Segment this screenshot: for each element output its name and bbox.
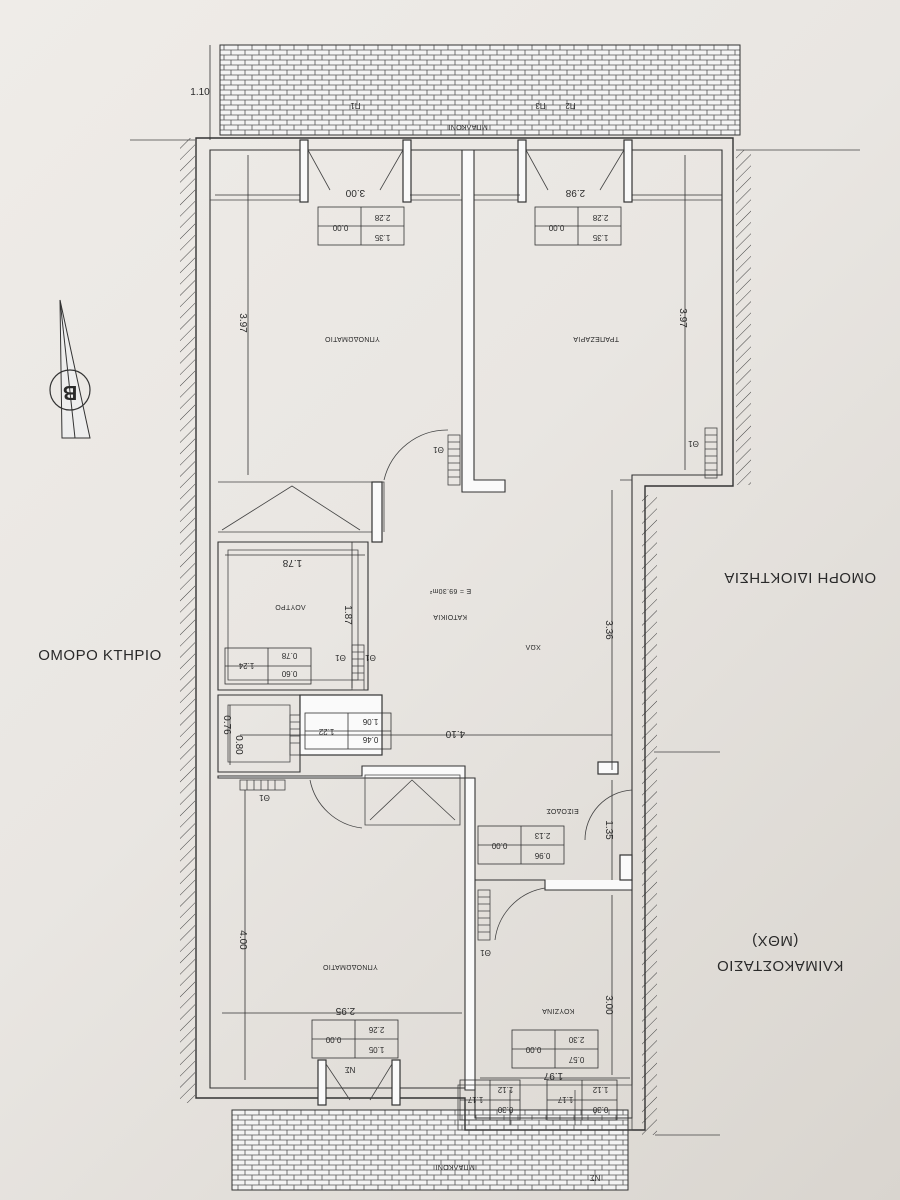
svg-text:0.00: 0.00 — [325, 1035, 341, 1044]
svg-text:2.28: 2.28 — [592, 213, 608, 222]
dim-bath-width: 1.78 — [282, 557, 302, 568]
svg-text:0.00: 0.00 — [525, 1045, 541, 1054]
svg-text:2.26: 2.26 — [368, 1025, 384, 1034]
svg-text:Θ1: Θ1 — [433, 445, 444, 454]
svg-text:1.35: 1.35 — [374, 233, 390, 242]
svg-text:2.28: 2.28 — [374, 213, 390, 222]
dim-bedroom-bottom-height: 4.00 — [237, 930, 248, 950]
dimension-lines — [209, 45, 722, 1080]
svg-text:1.12: 1.12 — [592, 1085, 608, 1094]
svg-text:0.60: 0.60 — [281, 669, 297, 678]
dim-bedroom-top-width: 3.00 — [345, 187, 365, 198]
neighbor-property: ΟΜΟΡΗ ΙΔΙΟΚΤΗΣΙΑ — [724, 569, 876, 586]
radiator-labels: Θ1 Θ1 Θ1 Θ1 Θ1 Θ1 — [259, 439, 699, 957]
balcony-top — [219, 44, 741, 136]
svg-text:1.24: 1.24 — [238, 661, 254, 670]
svg-text:1.06: 1.06 — [362, 717, 378, 726]
room-dining: ΤΡΑΠΕΖΑΡΙΑ — [573, 335, 619, 342]
dim-balcony-depth: 1.10 — [190, 87, 210, 98]
svg-text:1.05: 1.05 — [368, 1045, 384, 1054]
svg-text:0.00: 0.00 — [491, 841, 507, 850]
svg-text:2.13: 2.13 — [534, 831, 550, 840]
svg-text:0.00: 0.00 — [548, 223, 564, 232]
opening-tables — [224, 206, 622, 1121]
svg-text:0.30: 0.30 — [497, 1105, 513, 1114]
svg-text:Π3: Π3 — [535, 101, 546, 110]
balcony-top-label: ΜΠΑΛΚΟΝΙ — [448, 123, 488, 130]
svg-text:0.57: 0.57 — [568, 1055, 584, 1064]
dim-wc-height: 0.80 — [233, 735, 244, 755]
dim-bedroom-bottom-width: 2.95 — [335, 1005, 355, 1016]
neighbor-building: ΟΜΟΡΟ ΚΤΗΡΙΟ — [38, 647, 162, 664]
room-apartment: ΚΑΤΟΙΚΙΑ — [433, 613, 467, 620]
dim-bedroom-top-height: 3.97 — [237, 313, 248, 333]
svg-text:2.30: 2.30 — [568, 1035, 584, 1044]
svg-text:0.46: 0.46 — [362, 735, 378, 744]
svg-text:ΝΣ: ΝΣ — [345, 1065, 356, 1074]
room-kitchen: ΚΟΥΖΙΝΑ — [542, 1007, 574, 1014]
svg-text:Θ1: Θ1 — [688, 439, 699, 448]
svg-text:Π2: Π2 — [565, 101, 576, 110]
svg-text:1.12: 1.12 — [497, 1085, 513, 1094]
room-entrance: ΕΙΣΟΔΟΣ — [546, 807, 579, 814]
svg-text:0.30: 0.30 — [592, 1105, 608, 1114]
svg-text:ΝΣ: ΝΣ — [590, 1173, 601, 1182]
hatch-left-wall — [180, 138, 195, 1103]
north-arrow: Β — [49, 299, 91, 439]
svg-text:0.78: 0.78 — [281, 651, 297, 660]
room-hall: ΧΩΛ — [525, 643, 541, 650]
svg-text:1.22: 1.22 — [318, 727, 334, 736]
svg-text:1.17: 1.17 — [557, 1095, 573, 1104]
svg-text:Θ1: Θ1 — [365, 653, 376, 662]
radiator-icons — [239, 427, 718, 941]
svg-text:0.00: 0.00 — [332, 223, 348, 232]
hatch-right-top — [736, 150, 751, 485]
svg-text:Π1: Π1 — [350, 101, 361, 110]
dim-kitchen-width: 1.97 — [543, 1070, 563, 1081]
stairwell-label: ΚΛΙΜΑΚΟΣΤΑΣΙΟ — [717, 957, 844, 974]
dim-entrance-width: 1.35 — [603, 820, 614, 840]
svg-text:0.96: 0.96 — [534, 851, 550, 860]
room-bedroom-bottom: ΥΠΝΟΔΩΜΑΤΙΟ — [323, 963, 378, 970]
opening-table-values: 1.35 2.28 0.00 1.35 2.28 0.00 0.60 0.78 … — [238, 213, 608, 1114]
hatch-right-mid — [642, 495, 657, 1135]
room-bedroom-top: ΥΠΝΟΔΩΜΑΤΙΟ — [325, 335, 380, 342]
balcony-bottom-label: ΜΠΑΛΚΟΝΙ — [435, 1163, 475, 1170]
svg-text:1.35: 1.35 — [592, 233, 608, 242]
door-tags: Π1 Π2 ΝΣ ΝΣ Π3 — [345, 101, 601, 1182]
dim-hall-height: 3.36 — [603, 620, 614, 640]
svg-text:Θ1: Θ1 — [480, 948, 491, 957]
svg-text:1.17: 1.17 — [467, 1095, 483, 1104]
balcony-bottom — [231, 1109, 629, 1191]
dim-dining-width: 2.98 — [565, 187, 585, 198]
stairwell-note: (ΜΘΧ) — [752, 932, 799, 949]
svg-text:Θ1: Θ1 — [335, 653, 346, 662]
room-area: Ε = 69.30m² — [429, 587, 471, 594]
dim-kitchen-height: 3.00 — [603, 995, 614, 1015]
room-bathroom: ΛΟΥΤΡΟ — [275, 603, 306, 610]
north-label: Β — [63, 381, 77, 403]
svg-text:Θ1: Θ1 — [259, 793, 270, 802]
dim-dining-height: 3.97 — [677, 308, 688, 328]
outer-walls — [195, 137, 734, 1131]
dim-wc-width: 0.76 — [221, 715, 232, 735]
dim-hall-width: 4.10 — [445, 728, 465, 739]
dim-bath-height: 1.87 — [342, 605, 353, 625]
